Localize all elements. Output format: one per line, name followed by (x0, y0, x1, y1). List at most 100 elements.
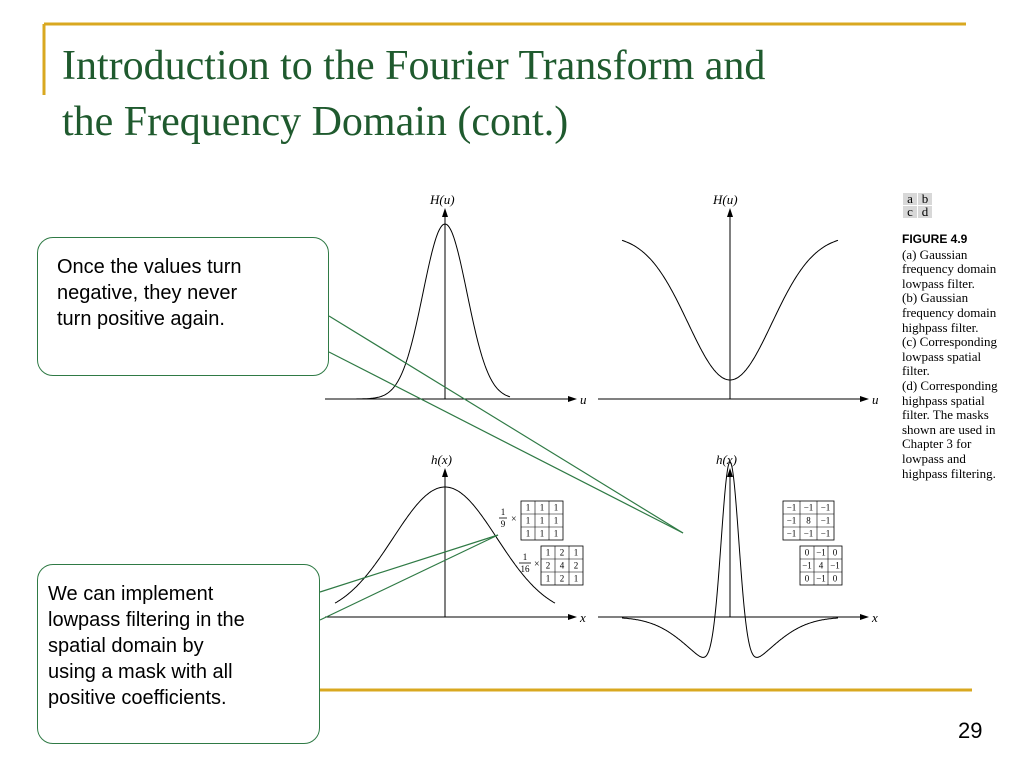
slide-title-line-1: Introduction to the Fourier Transform an… (62, 43, 766, 89)
panel-d-ylabel: h(x) (716, 452, 737, 467)
mask-highpass-4-frame (799, 545, 843, 586)
mask-box-cell: 1 (540, 503, 545, 513)
panel-c-spatial-lowpass-curve (334, 486, 556, 604)
callout-negative-values: Once the values turn negative, they neve… (37, 237, 329, 376)
panel-d-spatial-highpass-curve (622, 461, 838, 658)
figure-caption-line: shown are used in (902, 421, 996, 437)
figure-caption-line: frequency domain (902, 261, 997, 277)
callout-bottom-line-2: lowpass filtering in the (48, 609, 245, 631)
panel-d: h(x) x (598, 452, 878, 658)
figure-caption-line: highpass filtering. (902, 465, 996, 481)
mask-highpass-8-cell: −1 (804, 503, 814, 513)
callout-bottom-line-5: positive coefficients. (48, 687, 227, 709)
mask-weighted-factor-num: 1 (523, 552, 528, 562)
callout-top-line-3: turn positive again. (57, 308, 225, 330)
mask-highpass-8-cell: 8 (806, 516, 811, 526)
panel-b-ylabel: H(u) (712, 192, 738, 207)
panel-a-ylabel: H(u) (429, 192, 455, 207)
mask-weighted-factor-den: 16 (521, 564, 531, 574)
mask-weighted-cell: 2 (574, 561, 579, 571)
mask-weighted-frame (540, 545, 584, 586)
mask-weighted-cell: 2 (560, 548, 565, 558)
mask-highpass-4-cell: 0 (833, 548, 838, 558)
callout-top-line-2: negative, they never (57, 282, 238, 304)
mask-highpass-8-cell: −1 (787, 516, 797, 526)
panel-c-y-arrow (442, 468, 448, 477)
figure-caption-line: (c) Corresponding (902, 334, 997, 350)
mask-highpass-4-cell: 4 (819, 561, 824, 571)
panel-b-y-arrow (727, 208, 733, 217)
callout-bottom-line-3: spatial domain by (48, 635, 204, 657)
figure-caption-line: lowpass filter. (902, 275, 975, 291)
panel-c-x-arrow (568, 614, 577, 620)
panel-label-d: d (917, 205, 933, 219)
figure-caption-line: lowpass spatial (902, 348, 982, 364)
panel-b-x-arrow (860, 396, 869, 402)
mask-box-cell: 1 (540, 516, 545, 526)
panel-label-b: b (917, 192, 933, 206)
figure-caption-line: lowpass and (902, 450, 966, 466)
mask-box-cell: 1 (540, 529, 545, 539)
panel-b-xlabel: u (872, 392, 879, 407)
mask-box-cell: 1 (554, 516, 559, 526)
panel-d-xlabel: x (871, 610, 878, 625)
callout-bottom-line-1: We can implement (48, 583, 214, 605)
mask-highpass-4-cell: 0 (833, 574, 838, 584)
mask-highpass-4-cell: −1 (816, 574, 826, 584)
panel-label-a: a (902, 192, 918, 206)
mask-highpass-4-cell: −1 (816, 548, 826, 558)
figure-caption-line: highpass spatial (902, 392, 985, 408)
mask-highpass-8-cell: −1 (821, 516, 831, 526)
mask-box-cell: 1 (554, 529, 559, 539)
mask-box-cell: 1 (526, 516, 531, 526)
callout-bottom-pointer-2 (319, 534, 499, 593)
mask-highpass-4-cell: −1 (802, 561, 812, 571)
slide-title-line-2: the Frequency Domain (cont.) (62, 99, 569, 145)
slide-title: Introduction to the Fourier Transform an… (62, 38, 1002, 150)
figure-caption-line: (d) Corresponding (902, 377, 998, 393)
panel-a-gaussian-lowpass-curve (330, 223, 511, 400)
panel-a-xlabel: u (580, 392, 587, 407)
mask-box-cell: 1 (526, 529, 531, 539)
mask-highpass-8-cell: −1 (787, 503, 797, 513)
mask-box-frame (520, 500, 564, 541)
mask-highpass-8-frame (782, 500, 835, 541)
panel-c-ylabel: h(x) (431, 452, 452, 467)
callout-top-pointer-1 (328, 315, 684, 534)
figure-caption-line: (a) Gaussian (902, 246, 968, 262)
mask-highpass-4-cell: 0 (805, 574, 810, 584)
mask-box-factor-num: 1 (501, 507, 506, 517)
callout-top-pointer-2 (328, 351, 684, 534)
mask-weighted-cell: 4 (560, 561, 565, 571)
mask-weighted-cell: 1 (546, 574, 551, 584)
mask-highpass-4-cell: 0 (805, 548, 810, 558)
mask-highpass-8-filter: −1 −1 −1 −1 8 −1 −1 −1 −1 (782, 500, 835, 541)
callout-bottom-pointer-1 (319, 534, 499, 621)
mask-weighted-cell: 1 (574, 548, 579, 558)
mask-highpass-8-cell: −1 (821, 503, 831, 513)
figure-caption-line: Chapter 3 for (902, 436, 972, 452)
panel-b-gaussian-highpass-curve (621, 239, 839, 381)
mask-weighted-cell: 1 (574, 574, 579, 584)
mask-highpass-8-cell: −1 (804, 529, 814, 539)
panel-b: H(u) u (598, 192, 879, 407)
panel-label-c: c (902, 205, 918, 219)
mask-box-times: × (511, 514, 517, 525)
mask-highpass-8-cell: −1 (787, 529, 797, 539)
mask-highpass-8-cell: −1 (821, 529, 831, 539)
page-number: 29 (958, 718, 983, 743)
mask-box-cell: 1 (554, 503, 559, 513)
panel-c-xlabel: x (579, 610, 586, 625)
figure-caption-line: highpass filter. (902, 319, 979, 335)
mask-box-factor-den: 9 (501, 519, 506, 529)
callout-bottom-line-4: using a mask with all (48, 661, 233, 683)
figure-caption-title: FIGURE 4.9 (902, 232, 968, 246)
mask-weighted-cell: 2 (546, 561, 551, 571)
callout-lowpass-mask: We can implement lowpass filtering in th… (37, 564, 320, 744)
figure-caption-line: frequency domain (902, 304, 997, 320)
panel-a-x-arrow (568, 396, 577, 402)
panel-d-x-arrow (860, 614, 869, 620)
